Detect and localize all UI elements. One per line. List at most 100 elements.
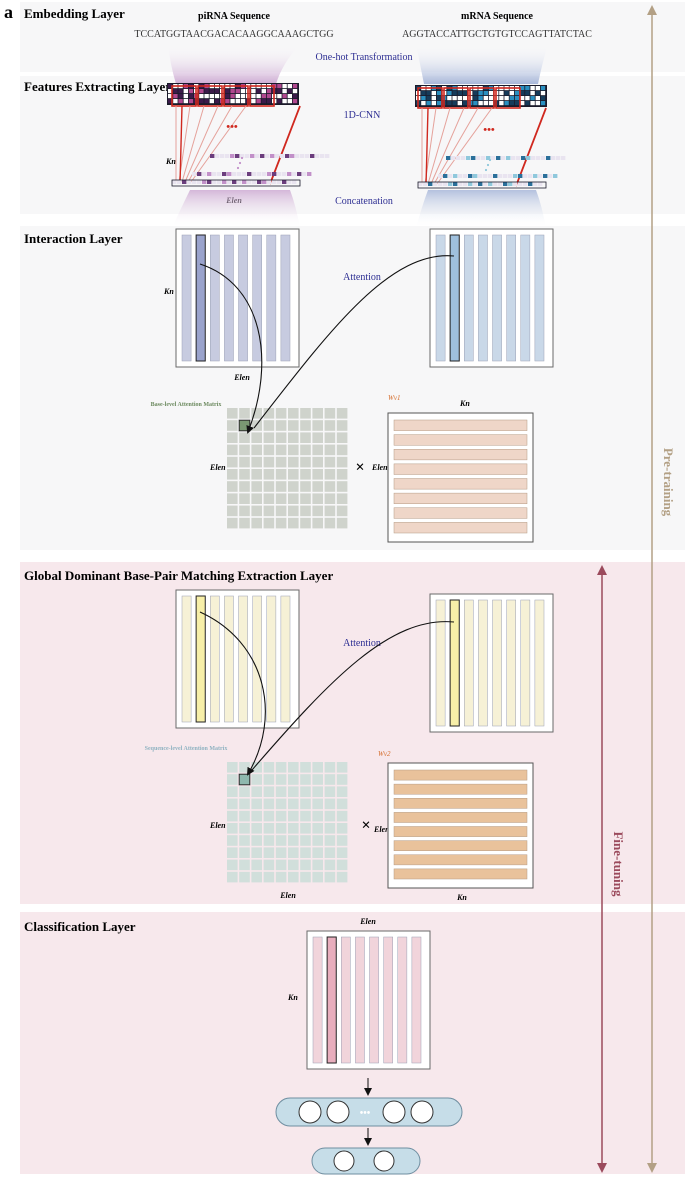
feature-cell — [290, 154, 295, 158]
matrix-cell — [300, 517, 311, 529]
onehot-cell — [421, 101, 426, 106]
feature-cell — [292, 180, 297, 184]
matrix-cell — [288, 847, 299, 858]
matrix-cell — [324, 835, 336, 846]
features-layer-title: Features Extracting Layer — [24, 79, 171, 94]
finetuning-label: Fine-tuning — [611, 831, 626, 897]
pirna-cnn-filters — [171, 85, 330, 187]
onehot-cell — [256, 89, 261, 94]
onehot-cell — [452, 101, 457, 106]
matrix-cell — [312, 505, 323, 517]
feature-dot — [484, 168, 488, 172]
onehot-cell — [178, 89, 183, 94]
matrix-cell — [275, 420, 287, 431]
onehot-cell — [504, 91, 509, 96]
matrix-cell — [239, 859, 250, 871]
column — [464, 234, 474, 362]
matrix-cell — [288, 762, 299, 773]
onehot-cell — [525, 96, 530, 101]
feature-cell — [237, 180, 242, 184]
feature-cell — [526, 156, 531, 160]
onehot-cell — [204, 94, 209, 99]
matrix-cell — [227, 469, 238, 480]
matrix-cell — [251, 408, 262, 419]
onehot-cell — [520, 96, 525, 101]
matrix-cell — [312, 810, 323, 822]
matrix-cell — [251, 823, 262, 834]
column — [492, 599, 502, 727]
matrix-cell — [275, 859, 287, 871]
onehot-cell — [525, 91, 530, 96]
matrix-cell — [336, 835, 348, 846]
wv-row — [393, 840, 528, 851]
matrix-cell — [227, 835, 238, 846]
onehot-cell — [282, 94, 287, 99]
onehot-cell — [168, 84, 173, 89]
matrix-cell — [239, 517, 250, 529]
feature-cell — [456, 156, 461, 160]
feature-cell — [325, 154, 330, 158]
onehot-cell — [261, 99, 266, 104]
column — [252, 595, 262, 723]
matrix-cell — [324, 810, 336, 822]
feature-cell — [235, 154, 240, 158]
wv-row — [393, 783, 528, 795]
feature-cell — [561, 156, 566, 160]
cnn-line-left — [425, 107, 429, 187]
feature-dot — [236, 166, 240, 170]
matrix-cell — [312, 517, 323, 529]
feature-cell — [267, 172, 272, 176]
feature-cell — [473, 182, 478, 186]
feature-cell — [516, 156, 521, 160]
matrix-cell — [300, 432, 311, 443]
onehot-cell — [277, 94, 282, 99]
feature-cell — [483, 174, 488, 178]
feature-cell — [443, 174, 448, 178]
pirna-concat-funnel — [172, 190, 300, 228]
feature-cell — [556, 156, 561, 160]
onehot-cell — [514, 96, 520, 101]
seq-matrix-elen-left: Elen — [209, 821, 226, 830]
matrix-cell — [275, 444, 287, 456]
onehot-cell — [261, 89, 266, 94]
wv1-matrix — [387, 412, 534, 543]
onehot-cell — [251, 94, 256, 99]
cnn-filter-window — [469, 87, 495, 109]
onehot-cell — [230, 99, 235, 104]
pretraining-label: Pre-training — [661, 448, 676, 517]
matrix-cell — [288, 456, 299, 468]
base-matrix-elen-label: Elen — [209, 463, 226, 472]
feature-cell — [458, 174, 463, 178]
interaction-pirna-block — [175, 228, 300, 368]
matrix-cell — [239, 444, 250, 456]
matrix-cell — [300, 444, 311, 456]
matrix-cell — [324, 798, 336, 810]
dense-dots: ••• — [360, 1108, 371, 1119]
matrix-cell — [288, 835, 299, 846]
matrix-cell — [324, 408, 336, 419]
feature-cell — [222, 180, 227, 184]
onehot-cell — [426, 96, 431, 101]
onehot-cell — [287, 94, 292, 99]
onehot-cell — [178, 99, 183, 104]
class-kn-label: Kn — [287, 993, 298, 1002]
matrix-cell — [300, 823, 311, 834]
matrix-cell — [275, 505, 287, 517]
global-mrna-block — [429, 593, 554, 733]
onehot-cell — [462, 96, 468, 101]
onehot-cell — [282, 84, 287, 89]
feature-cell — [548, 174, 553, 178]
matrix-cell — [263, 774, 275, 785]
matrix-cell — [227, 444, 238, 456]
matrix-cell — [288, 517, 299, 529]
matrix-cell — [324, 493, 336, 504]
column — [266, 234, 277, 362]
feature-cell — [518, 182, 523, 186]
feature-cell — [212, 180, 217, 184]
matrix-cell — [227, 786, 238, 797]
matrix-cell — [300, 469, 311, 480]
matrix-cell — [336, 859, 348, 871]
feature-cell — [448, 174, 453, 178]
matrix-cell — [227, 408, 238, 419]
